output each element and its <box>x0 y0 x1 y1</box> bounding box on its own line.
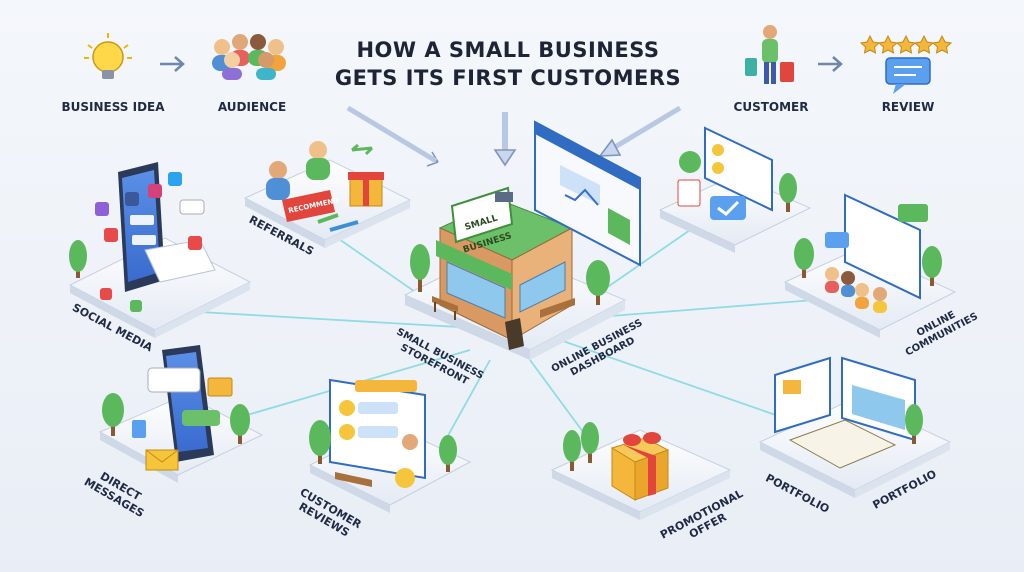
customer-reviews-platform <box>308 378 472 513</box>
bench-icon <box>432 296 458 320</box>
promotional-offer-platform <box>550 422 732 520</box>
arrow-icon <box>160 56 185 72</box>
tree-icon <box>439 435 457 472</box>
direct-messages-platform <box>98 345 264 483</box>
tree-icon <box>586 260 610 305</box>
title-line-1: HOW A SMALL BUSINESS <box>356 38 660 62</box>
tree-icon <box>905 404 923 444</box>
tree-icon <box>794 238 814 278</box>
flow-arrows <box>346 105 682 167</box>
review-label: REVIEW <box>881 100 935 114</box>
page-title: HOW A SMALL BUSINESS GETS ITS FIRST CUST… <box>318 36 698 93</box>
customer-label: CUSTOMER <box>733 100 809 114</box>
five-stars-icon <box>859 34 953 54</box>
tree-icon <box>102 393 124 436</box>
title-line-2: GETS ITS FIRST CUSTOMERS <box>334 66 682 91</box>
feedback-platform <box>658 126 812 253</box>
tree-icon <box>779 173 797 212</box>
sign-line-1: SMALL <box>463 213 500 234</box>
portfolio-platform <box>758 356 952 498</box>
tree-icon <box>922 246 942 286</box>
tree-icon <box>230 404 250 444</box>
chat-bubble-icon <box>885 57 931 94</box>
storefront-icon <box>410 186 610 350</box>
shopping-customer-icon <box>745 25 794 84</box>
tree-icon <box>69 240 87 278</box>
people-group-icon <box>212 34 286 80</box>
browser-window-icon <box>534 120 641 267</box>
online-communities-platform <box>783 193 957 338</box>
referrals-platform <box>243 141 412 248</box>
gift-box-icon <box>348 172 384 207</box>
bench-icon <box>335 472 372 487</box>
social-media-platform <box>68 162 252 338</box>
lightbulb-icon <box>84 33 132 79</box>
tree-icon <box>563 430 581 471</box>
tree-icon <box>309 420 331 464</box>
arrow-icon <box>818 56 843 72</box>
tree-icon <box>581 422 599 463</box>
tree-icon <box>410 244 430 292</box>
business-idea-label: BUSINESS IDEA <box>61 100 165 114</box>
gift-box-icon <box>610 432 670 501</box>
envelope-icon <box>145 449 179 471</box>
audience-label: AUDIENCE <box>217 100 287 114</box>
